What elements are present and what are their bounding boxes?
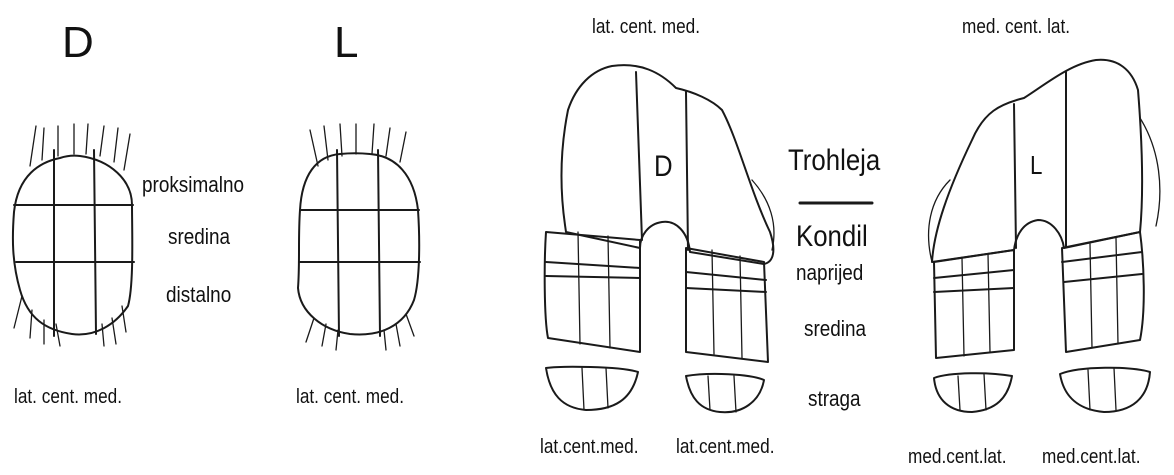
right-femur-diagram: [545, 65, 774, 412]
right-femur-med-condyle: [686, 248, 768, 362]
left-femur-med-condyle-h1: [934, 270, 1014, 278]
left-femur-post-med: [934, 373, 1012, 412]
right-femur-post-med: [686, 374, 764, 412]
right-femur-post-lat-v2: [606, 368, 608, 408]
left-femur-post-med-v2: [984, 374, 986, 410]
right-patella-diagram: [13, 124, 134, 346]
left-femur-post-lat-v1: [1088, 370, 1090, 410]
condyle-zone-anterior: naprijed: [796, 260, 863, 286]
left-femur-lat-condyle: [1062, 232, 1144, 352]
right-femur-post-med-v2: [734, 376, 736, 412]
right-femur-lat-condyle-v2: [608, 236, 610, 348]
left-femur-post-med-v1: [958, 376, 960, 410]
left-femur-med-condyle-v2: [988, 254, 990, 352]
right-patella-patellar-tendon: [14, 296, 126, 346]
left-femur-med-condyle: [934, 250, 1014, 358]
left-femur-post-lat-v2: [1114, 368, 1116, 410]
left-femur-lat-condyle-v1: [1090, 244, 1092, 348]
right-femur-trochlea-line-lat: [636, 72, 642, 240]
right-femur-lat-condyle-h1: [546, 262, 640, 268]
left-femur-med-condyle-h2: [934, 288, 1014, 292]
left-femur-diagram: [929, 60, 1160, 412]
left-femur-post-lat: [1060, 368, 1150, 412]
right-femur-med-condyle-h1: [686, 272, 766, 280]
condyle-label: Kondil: [796, 220, 868, 254]
right-femur-lat-condyle: [545, 232, 640, 352]
left-femur-lat-condyle-v2: [1116, 238, 1118, 344]
right-femur-column-labels: lat. cent. med.: [592, 16, 700, 39]
left-femur-med-condyle-column-labels: med.cent.lat.: [908, 446, 1006, 469]
trochlea-label: Trohleja: [788, 144, 880, 178]
left-femur-lat-condyle-h2: [1064, 274, 1142, 282]
right-femur-med-condyle-v1: [712, 250, 714, 354]
right-femur-post-lat: [546, 367, 638, 410]
right-femur-post-med-v1: [708, 376, 710, 410]
patella-zone-proximal: proksimalno: [142, 172, 244, 198]
left-femur-lat-condyle-column-labels: med.cent.lat.: [1042, 446, 1140, 469]
right-femur-post-lat-v1: [582, 368, 584, 410]
left-patella-patellar-tendon: [306, 314, 414, 350]
right-patella-side-letter: D: [62, 18, 94, 68]
right-femur-med-condyle-h2: [686, 288, 766, 292]
right-femur-trochlea-line-med: [686, 92, 688, 250]
left-patella-grid-v2: [378, 150, 380, 336]
right-femur-med-condyle-column-labels: lat.cent.med.: [676, 436, 774, 459]
patella-zone-distal: distalno: [166, 282, 231, 308]
right-femur-side-letter: D: [654, 150, 673, 184]
right-patella-grid-v2: [94, 150, 96, 334]
right-femur-lat-condyle-v1: [578, 232, 580, 344]
left-patella-column-labels: lat. cent. med.: [296, 386, 404, 409]
left-patella-diagram: [298, 124, 420, 350]
patella-zone-middle: sredina: [168, 224, 230, 250]
left-femur-side-letter: L: [1030, 150, 1042, 181]
left-femur-med-condyle-v1: [962, 258, 964, 356]
condyle-zone-middle: sredina: [804, 316, 866, 342]
left-femur-lat-condyle-h1: [1062, 252, 1142, 262]
right-patella-column-labels: lat. cent. med.: [14, 386, 122, 409]
left-patella-outline: [298, 153, 419, 334]
left-patella-side-letter: L: [334, 18, 358, 68]
left-femur-column-labels: med. cent. lat.: [962, 16, 1070, 39]
left-femur-trochlea-line-med: [1014, 104, 1016, 248]
right-patella-outline: [13, 156, 132, 335]
right-femur-lat-condyle-column-labels: lat.cent.med.: [540, 436, 638, 459]
condyle-zone-posterior: straga: [808, 386, 861, 412]
left-patella-grid-v1: [337, 150, 339, 336]
right-femur-lat-condyle-h2: [546, 276, 640, 278]
right-femur-med-condyle-v2: [740, 256, 742, 358]
